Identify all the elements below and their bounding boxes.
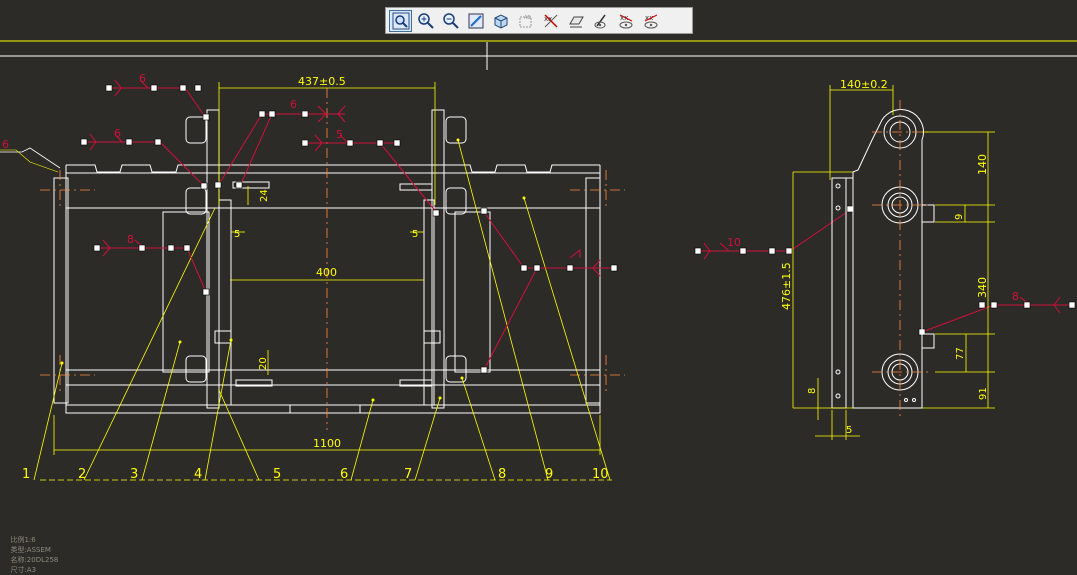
zoom-in-icon	[417, 12, 434, 29]
zoom-out-icon	[442, 12, 459, 29]
balloon-3: 3	[130, 467, 138, 482]
zoom-fit-icon	[392, 12, 409, 29]
view-toolbar: AB xx xx xx	[385, 7, 693, 34]
status-type: 类型:ASSEM	[10, 546, 51, 554]
hide-all-types-button[interactable]: xx	[614, 10, 637, 32]
side-view	[831, 109, 935, 409]
balloon-4: 4	[194, 467, 202, 482]
hide-all-types-icon: xx	[619, 14, 632, 28]
status-name: 名称:20DL258	[10, 556, 59, 564]
weld-size-5: 8	[127, 233, 134, 246]
svg-text:xx: xx	[645, 14, 653, 22]
balloon-5: 5	[273, 467, 281, 482]
balloon-leaders	[33, 139, 611, 481]
dim-side-5: 5	[846, 425, 852, 436]
front-view-frame	[65, 172, 601, 414]
hide-planes-button[interactable]	[564, 10, 587, 32]
dim-bracket-20: 20	[258, 357, 269, 370]
dim-right-gap: 5	[412, 229, 418, 240]
dim-side-91: 91	[978, 387, 989, 400]
weld-size-4: 5	[336, 128, 343, 141]
weld-symbols	[84, 79, 1072, 371]
dim-side-height: 476±1.5	[780, 262, 793, 310]
balloon-9: 9	[545, 467, 553, 482]
front-centerlines	[40, 88, 625, 430]
dim-left-gap: 5	[234, 229, 240, 240]
front-dimensions	[40, 82, 612, 481]
view-cube-icon	[494, 13, 507, 29]
status-bar: 比例1:6 类型:ASSEM 名称:20DL258 尺寸:A3	[6, 527, 72, 575]
hide-annotations-button[interactable]: xx	[639, 10, 662, 32]
annotation-view-icon: AB	[519, 15, 531, 27]
weld-size-8: 8	[1012, 290, 1019, 303]
weld-size-7: 10	[727, 236, 741, 249]
dim-side-140: 140	[976, 154, 989, 175]
sketch-button[interactable]	[464, 10, 487, 32]
weld-size-3: 6	[290, 98, 297, 111]
grip-handles[interactable]	[80, 84, 1076, 374]
side-centerlines	[872, 100, 930, 418]
svg-text:AB: AB	[524, 15, 531, 21]
dim-side-340: 340	[976, 277, 989, 298]
dim-inner-width: 400	[316, 266, 337, 279]
balloon-2: 2	[78, 467, 86, 482]
side-dimensions	[792, 85, 995, 440]
status-scale: 比例1:6	[10, 536, 36, 544]
dim-bracket-24: 24	[259, 189, 270, 202]
balloon-8: 8	[498, 467, 506, 482]
weld-size-1: 6	[139, 72, 146, 85]
hide-dimensions-button[interactable]: xx	[539, 10, 562, 32]
hide-dimensions-icon: xx	[544, 13, 558, 28]
weld-size-6: 6	[2, 138, 9, 151]
status-size: 尺寸:A3	[10, 566, 37, 574]
hide-annotations-icon: xx	[644, 14, 657, 28]
balloon-7: 7	[404, 467, 412, 482]
dim-overall-width: 1100	[313, 437, 341, 450]
zoom-out-button[interactable]	[439, 10, 462, 32]
dim-side-77: 77	[955, 347, 966, 360]
dim-side-8: 8	[807, 388, 818, 394]
balloon-1: 1	[22, 467, 30, 482]
hide-planes-icon	[568, 16, 584, 27]
balloon-10: 10	[592, 467, 609, 482]
balloon-6: 6	[340, 467, 348, 482]
svg-text:xx: xx	[620, 14, 628, 22]
show-hide-icon	[594, 14, 606, 28]
dim-side-width: 140±0.2	[840, 78, 888, 91]
dim-side-9: 9	[954, 214, 965, 220]
zoom-fit-button[interactable]	[389, 9, 412, 32]
dim-top-width: 437±0.5	[298, 75, 346, 88]
left-flag	[0, 147, 61, 169]
annotation-view-button[interactable]: AB	[514, 10, 537, 32]
drawing-canvas[interactable]: 437±0.5 5 5 400 24 20 1100 1 2 3 4 5 6 7…	[0, 0, 1077, 537]
view-cube-button[interactable]	[489, 10, 512, 32]
zoom-in-button[interactable]	[414, 10, 437, 32]
weld-size-2: 6	[114, 127, 121, 140]
sketch-icon	[468, 13, 483, 28]
show-hide-button[interactable]	[589, 10, 612, 32]
front-view	[53, 109, 601, 414]
